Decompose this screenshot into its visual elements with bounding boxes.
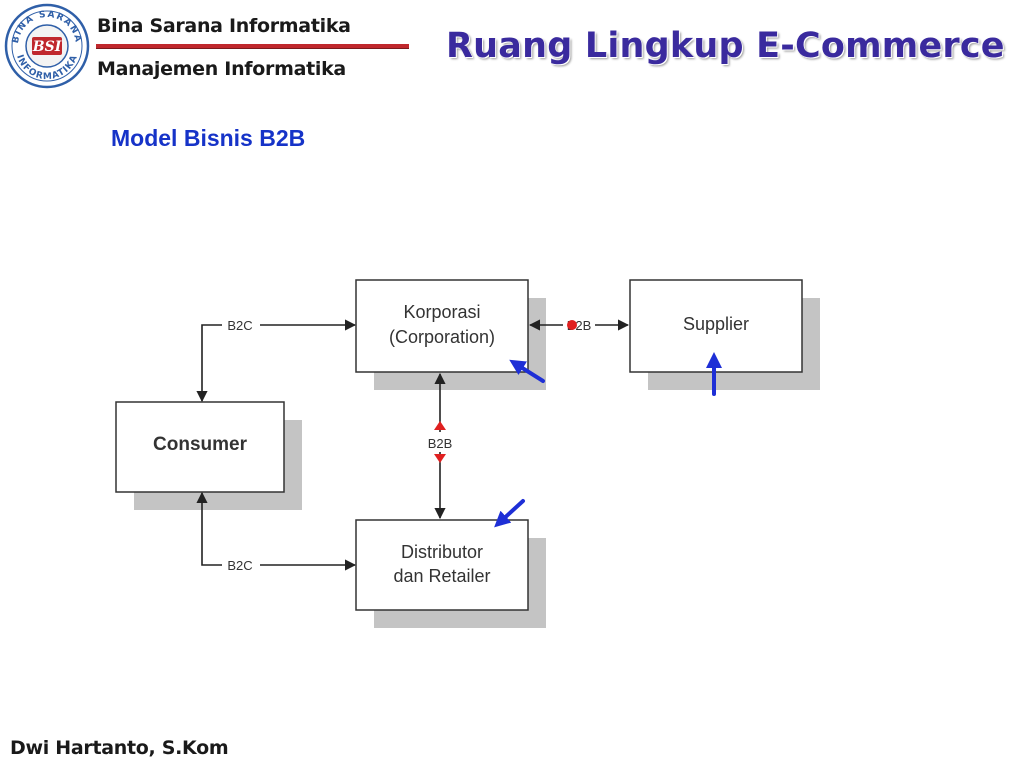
edge-b2b-distributor-label-bg — [422, 432, 458, 452]
slide-title: Ruang Lingkup E-Commerce — [446, 26, 1005, 66]
org-name: Bina Sarana Informatika — [97, 15, 351, 37]
red-dot-marker — [567, 320, 577, 330]
consumer-label: Consumer — [153, 434, 248, 455]
edge-b2b-distributor-label: B2B — [428, 436, 453, 451]
corporation-box — [355, 279, 529, 373]
red-up-triangle — [434, 421, 446, 430]
distributor-label-2: dan Retailer — [393, 566, 490, 586]
logo-mark: BSI — [32, 39, 62, 55]
department-name: Manajemen Informatika — [97, 58, 346, 80]
blue-arrow-corporation — [509, 359, 545, 383]
blue-arrow-distributor — [494, 499, 525, 528]
corporation-label-2: (Corporation) — [389, 327, 495, 347]
b2b-diagram: Korporasi (Corporation) Supplier Consume… — [115, 279, 820, 628]
edge-b2c-top-vertical — [196, 324, 222, 403]
distributor-label-1: Distributor — [401, 542, 483, 562]
red-down-triangle — [434, 454, 446, 463]
edge-b2c-top-label: B2C — [227, 318, 252, 333]
consumer-box — [115, 401, 285, 493]
edge-b2c-bottom-label: B2C — [227, 558, 252, 573]
edge-b2c-bottom-vertical — [196, 491, 222, 566]
slide-subtitle: Model Bisnis B2B — [111, 125, 306, 151]
bsi-logo: BINA SARANA INFORMATIKA BSI — [4, 3, 90, 89]
corporation-label-1: Korporasi — [403, 302, 480, 322]
supplier-label: Supplier — [683, 314, 749, 334]
distributor-box — [355, 519, 529, 611]
header-divider — [96, 44, 409, 49]
author-name: Dwi Hartanto, S.Kom — [10, 737, 229, 759]
